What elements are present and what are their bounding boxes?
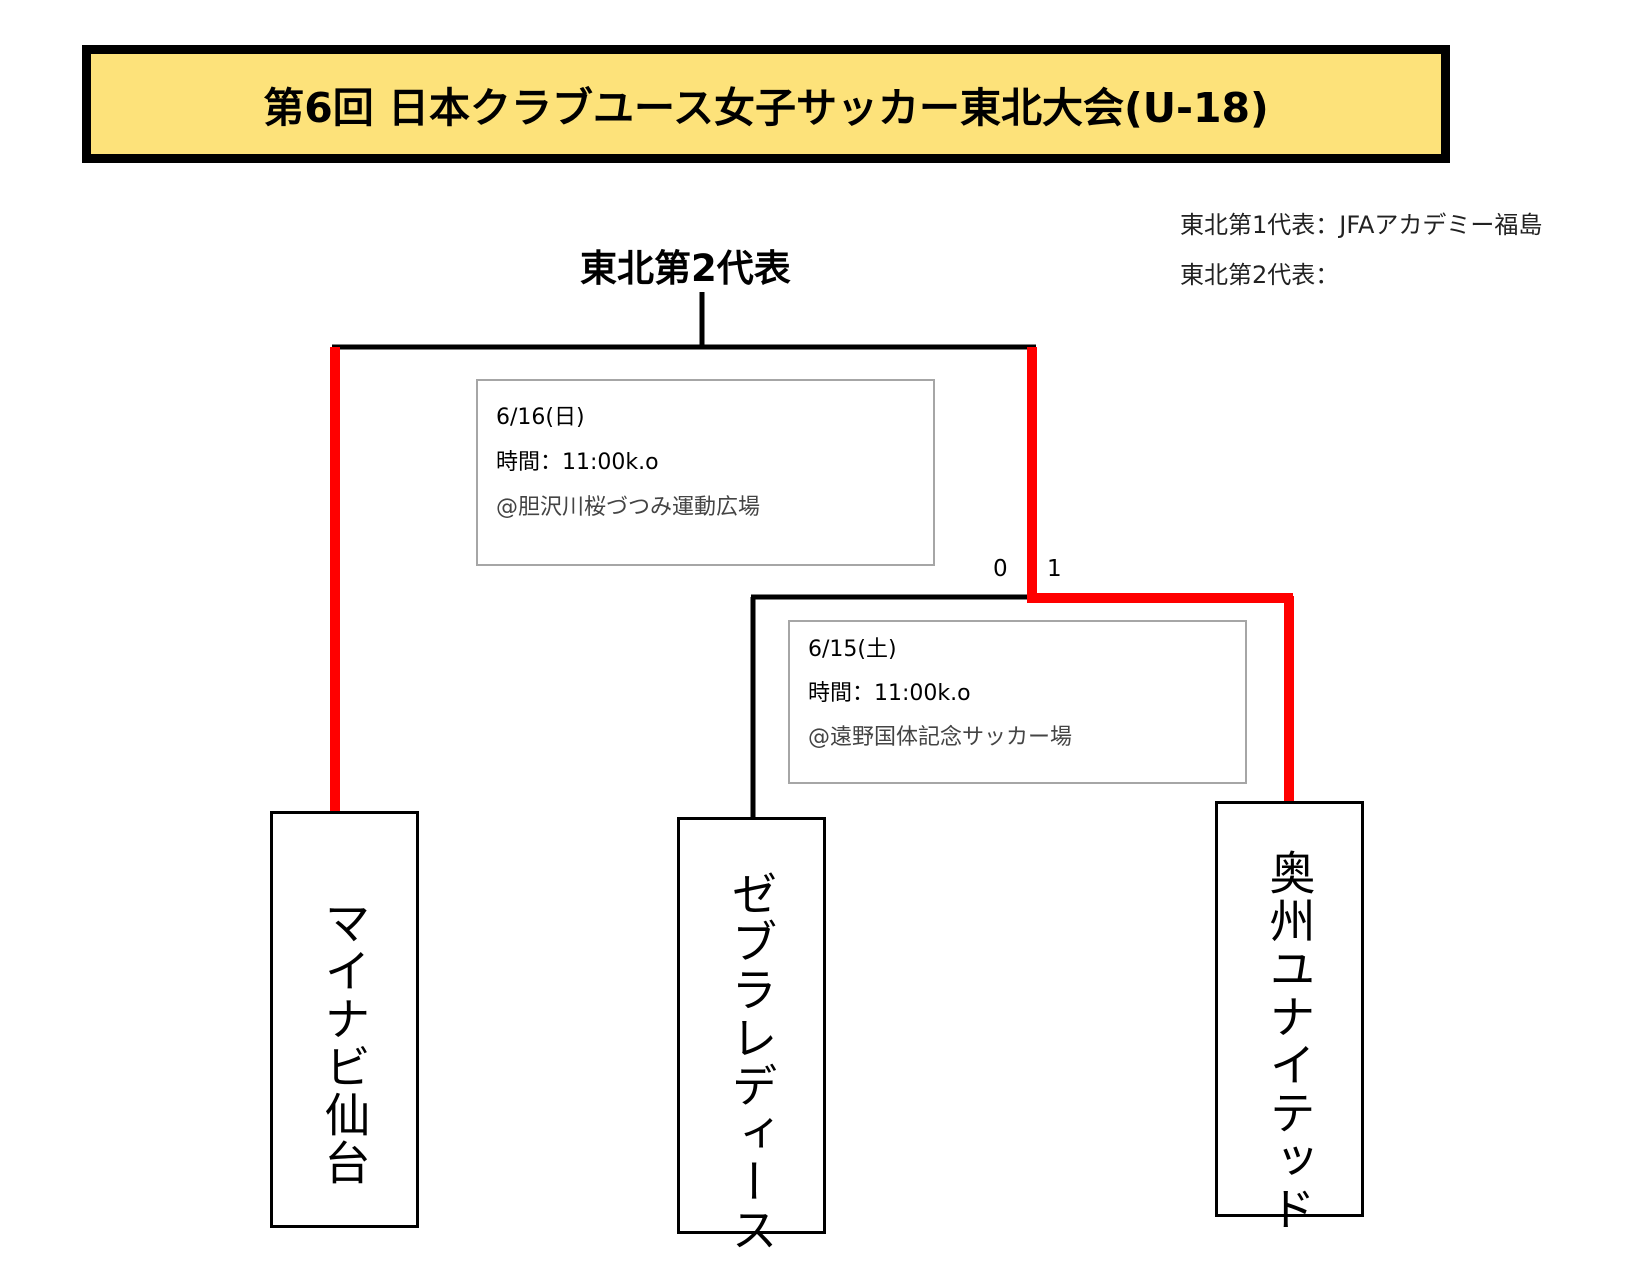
first-representative: 東北第1代表：JFAアカデミー福島 <box>1180 211 1543 239</box>
final-venue: @胆沢川桜づつみ運動広場 <box>496 495 761 520</box>
representatives: 東北第1代表：JFAアカデミー福島 東北第2代表： <box>1180 200 1542 300</box>
final-date: 6/16(日) <box>496 405 585 430</box>
team-box-mynavi-sendai: マイナビ仙台 <box>270 811 419 1228</box>
title-banner-inner: 第6回 日本クラブユース女子サッカー東北大会(U-18) <box>89 52 1443 156</box>
semi-venue: @遠野国体記念サッカー場 <box>808 725 1073 750</box>
semi-match-info: 6/15(土) 時間：11:00k.o @遠野国体記念サッカー場 <box>788 620 1247 784</box>
team-box-oshu-united: 奥州ユナイテッド <box>1215 801 1364 1233</box>
semi-score-left: 0 <box>993 556 1008 582</box>
semi-date: 6/15(土) <box>808 637 897 662</box>
team-box-zebra-ladies: ゼブラレディース <box>677 817 826 1254</box>
semi-time: 時間：11:00k.o <box>808 681 971 706</box>
semi-score-right: 1 <box>1047 556 1062 582</box>
team-name: ゼブラレディース <box>724 870 779 1254</box>
winner-label: 東北第2代表 <box>580 247 791 290</box>
second-representative: 東北第2代表： <box>1180 261 1340 289</box>
title-banner: 第6回 日本クラブユース女子サッカー東北大会(U-18) <box>82 45 1450 163</box>
page-title: 第6回 日本クラブユース女子サッカー東北大会(U-18) <box>263 84 1269 132</box>
team-name: 奥州ユナイテッド <box>1262 849 1317 1233</box>
final-time: 時間：11:00k.o <box>496 450 659 475</box>
final-match-info: 6/16(日) 時間：11:00k.o @胆沢川桜づつみ運動広場 <box>476 379 935 566</box>
team-name: マイナビ仙台 <box>317 899 372 1187</box>
